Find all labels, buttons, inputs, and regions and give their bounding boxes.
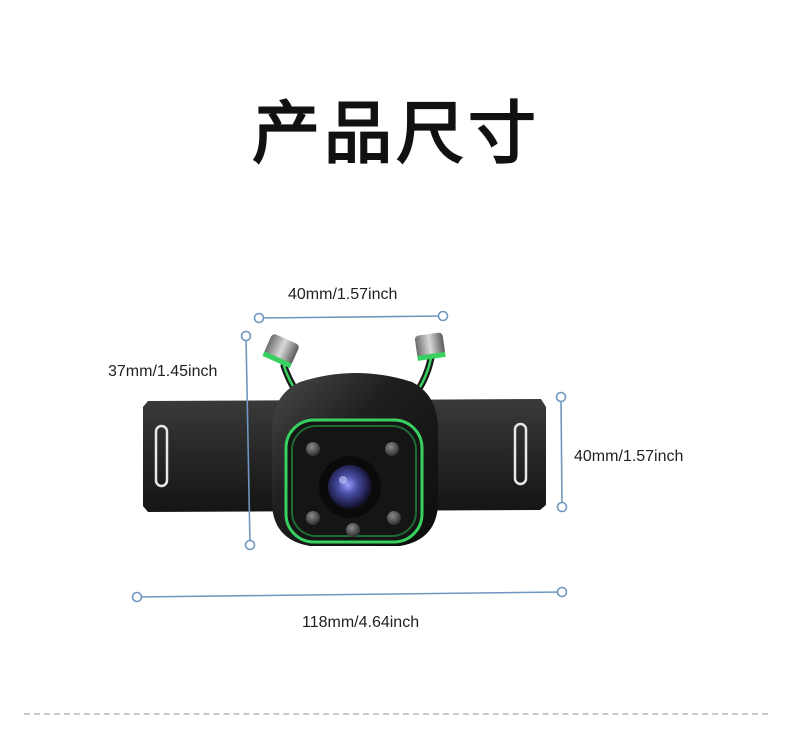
led-bottom-right xyxy=(387,511,401,525)
bracket-slot-left xyxy=(154,424,169,488)
dimension-label-left-height: 37mm/1.45inch xyxy=(108,363,218,380)
dimension-line-bottom xyxy=(136,591,563,598)
dimension-label-bottom-width: 118mm/4.64inch xyxy=(302,614,420,631)
dimension-lines xyxy=(131,310,568,603)
dimension-label-right-height: 40mm/1.57inch xyxy=(574,448,684,465)
led-bottom-left xyxy=(306,511,320,525)
page-title: 产品尺寸 xyxy=(251,95,540,174)
dimension-label-top-width: 40mm/1.57inch xyxy=(288,286,398,303)
bracket-slot-right xyxy=(513,422,528,486)
dimension-line-top xyxy=(258,315,444,319)
dashed-divider xyxy=(24,713,768,715)
dimension-line-left xyxy=(245,335,251,546)
led-bottom-center xyxy=(346,523,360,537)
camera-housing xyxy=(272,373,438,546)
led-top-left xyxy=(306,442,320,456)
led-top-right xyxy=(385,442,399,456)
dimension-line-right xyxy=(560,396,563,508)
